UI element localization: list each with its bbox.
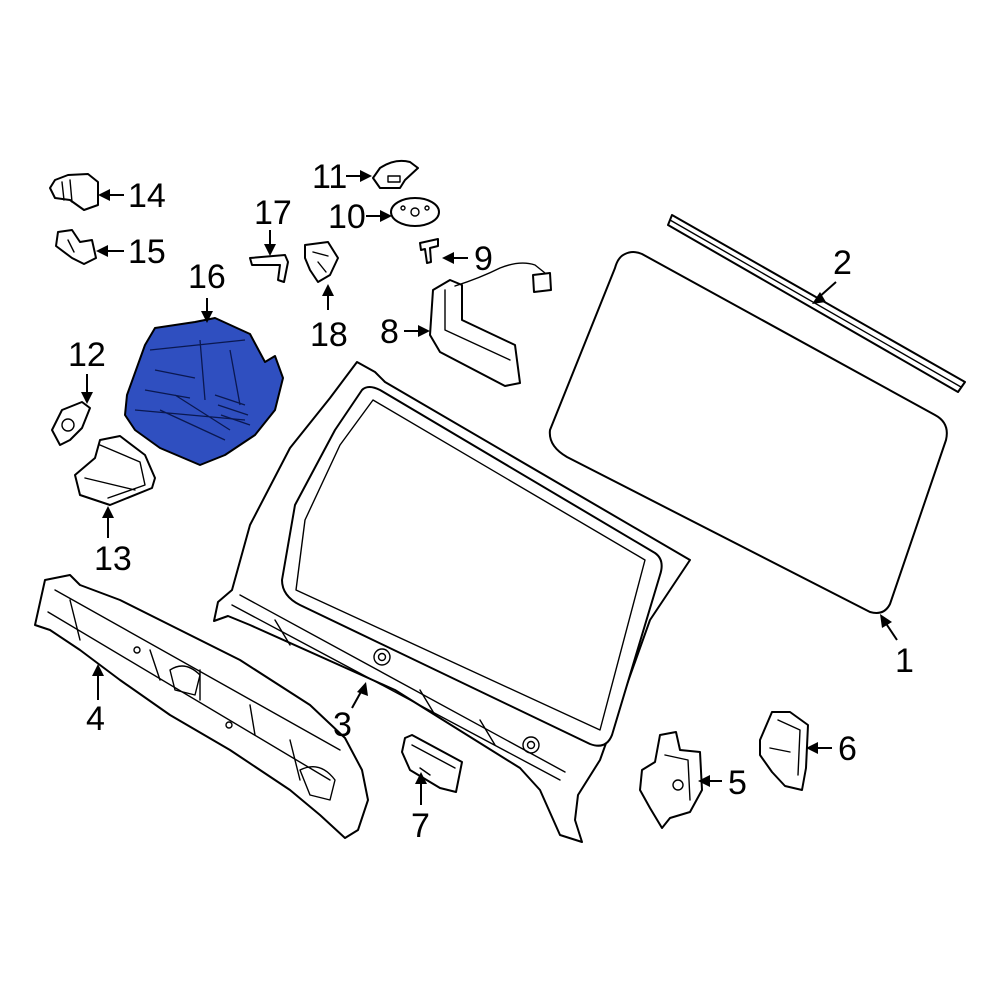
part-14-sensor[interactable] (49, 173, 99, 211)
callout-2: 2 (833, 244, 852, 282)
part-1-windshield[interactable] (548, 251, 948, 614)
part-11-plate[interactable] (372, 159, 419, 189)
callout-10: 10 (328, 198, 366, 236)
callout-1: 1 (895, 642, 914, 680)
part-18-clip[interactable] (304, 241, 339, 283)
callout-16: 16 (188, 258, 226, 296)
callout-11: 11 (312, 158, 347, 196)
callout-8: 8 (380, 313, 399, 351)
callout-7: 7 (411, 807, 430, 845)
part-7-clip[interactable] (401, 734, 463, 793)
part-12-bracket[interactable] (51, 401, 91, 446)
part-16-cover-highlighted[interactable] (124, 317, 284, 466)
callout-3: 3 (333, 706, 352, 744)
leader-lines (81, 170, 898, 805)
part-10-disc[interactable] (390, 197, 440, 227)
part-4-cowl-panel[interactable] (34, 574, 369, 839)
part-17-bracket[interactable] (249, 254, 289, 283)
callout-17: 17 (254, 194, 292, 232)
part-15-clip[interactable] (55, 229, 97, 265)
part-5-bracket[interactable] (639, 731, 703, 829)
callout-14: 14 (128, 177, 166, 215)
part-13-camera-housing[interactable] (74, 435, 156, 506)
callout-labels: 1 2 3 4 5 6 7 8 9 10 11 12 13 14 15 16 1… (68, 158, 914, 845)
callout-18: 18 (310, 316, 348, 354)
part-9-bolt[interactable] (419, 238, 439, 264)
callout-4: 4 (86, 700, 105, 738)
callout-13: 13 (94, 540, 132, 578)
part-3-windshield-frame[interactable] (213, 361, 691, 843)
part-8-reservoir[interactable] (429, 262, 552, 387)
callout-12: 12 (68, 336, 106, 374)
callout-6: 6 (838, 730, 857, 768)
callout-5: 5 (728, 764, 747, 802)
callout-9: 9 (474, 240, 493, 278)
part-6-bracket[interactable] (759, 711, 809, 791)
callout-15: 15 (128, 233, 166, 271)
